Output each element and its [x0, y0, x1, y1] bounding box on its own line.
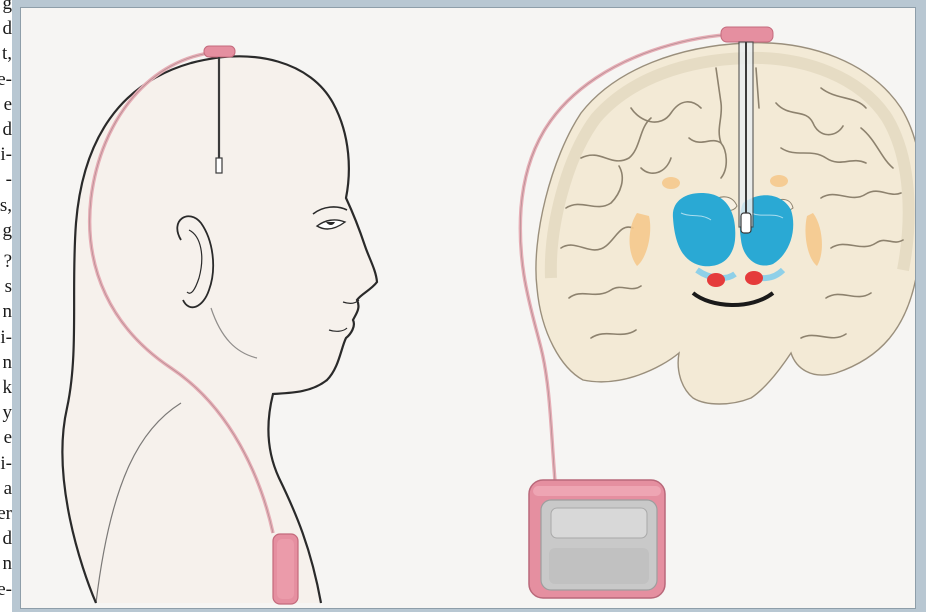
- subthalamic-nucleus-right: [745, 271, 763, 285]
- margin-text-fragment: n: [3, 554, 13, 573]
- margin-text-fragment: s,: [0, 196, 12, 215]
- illustration-panel: [12, 0, 926, 612]
- margin-text-fragment: n: [3, 302, 13, 321]
- margin-text-fragment: a: [4, 479, 12, 498]
- margin-text-fragment: e-: [0, 580, 12, 599]
- head-burr-hole-cap: [204, 46, 235, 57]
- brain-coronal-section: [536, 43, 915, 404]
- margin-text-fragment: e-: [0, 70, 12, 89]
- margin-text-fragment: d: [3, 120, 13, 139]
- margin-text-fragment: i-: [0, 328, 12, 347]
- margin-text-fragment: y: [3, 403, 13, 422]
- margin-text-fragment: i-: [0, 145, 12, 164]
- implanted-pulse-generator: [529, 480, 665, 598]
- margin-text-fragment: ?: [4, 252, 12, 271]
- illustration-frame: [20, 7, 916, 609]
- deep-brain-stimulation-illustration: [21, 8, 915, 608]
- margin-text-fragment: k: [3, 378, 13, 397]
- margin-text-fragment: er: [0, 504, 12, 523]
- margin-text-fragment: d: [3, 529, 13, 548]
- margin-text-fragment: e: [4, 95, 12, 114]
- subthalamic-nucleus-left: [707, 273, 725, 287]
- margin-text-fragment: g: [3, 0, 13, 13]
- margin-text-fragment: s: [5, 277, 12, 296]
- margin-text-fragment: t,: [2, 44, 12, 63]
- brain-burr-hole-cap: [721, 27, 773, 42]
- margin-text-fragment: n: [3, 353, 13, 372]
- margin-text-fragment: i-: [0, 454, 12, 473]
- margin-text-fragment: e: [4, 428, 12, 447]
- margin-text-fragment: g: [3, 221, 13, 240]
- margin-text-fragment: d: [3, 19, 13, 38]
